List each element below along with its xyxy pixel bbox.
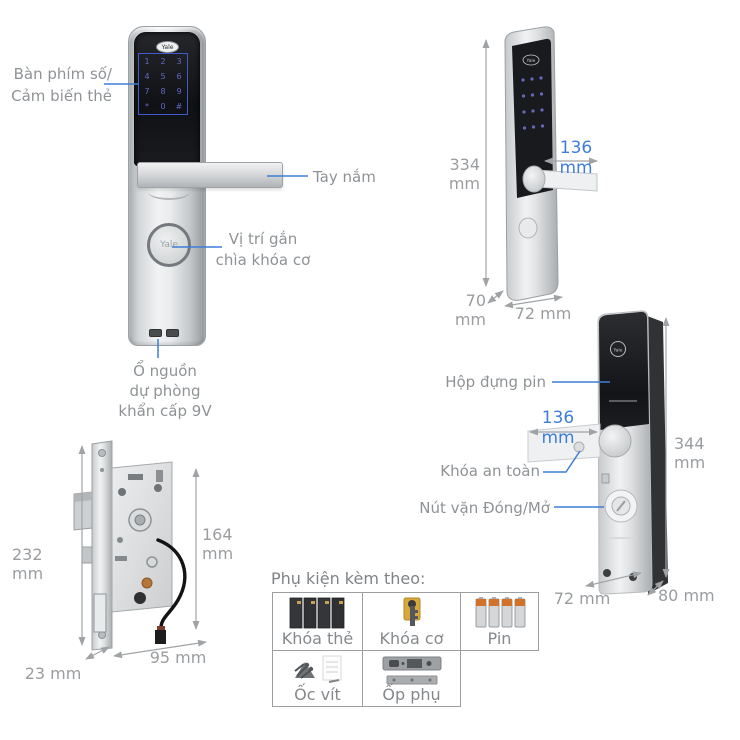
label-knob: Nút vặn Đóng/Mở — [419, 499, 550, 517]
front-handle — [137, 162, 283, 188]
dim-mortise-body-height: 164 mm — [202, 525, 234, 563]
dim-back-handle: 136 mm — [541, 408, 575, 448]
dim-line-mortise-depth — [85, 646, 110, 660]
keypad-key: 2 — [160, 57, 166, 66]
dim-side-handle: 136 mm — [559, 138, 593, 178]
keypad-key: 6 — [176, 72, 182, 81]
label-emergency-power: Ổ nguồn dự phòng khẩn cấp 9V — [108, 361, 222, 421]
dim-mortise-width: 95 mm — [149, 648, 207, 667]
card-keys-image — [289, 597, 344, 629]
keypad-key: # — [175, 102, 183, 111]
connector-wire — [156, 538, 187, 632]
accessory-label: Pin — [487, 629, 512, 648]
dim-mortise-height: 232 mm — [12, 545, 44, 583]
spindle-hub — [128, 508, 152, 532]
back-side-edge — [642, 314, 668, 594]
dim-line-back-width — [585, 571, 642, 588]
wire-plug — [155, 630, 166, 644]
dim-back-depth: 80 mm — [658, 586, 715, 605]
keypad-key: 7 — [144, 87, 150, 96]
label-keypad-line2: Cảm biến thẻ — [11, 87, 112, 105]
keypad-key: 8 — [160, 87, 166, 96]
dim-line-side-depth — [487, 290, 504, 304]
mechanical-key-cover: Yale — [147, 223, 191, 267]
accessory-label: Khóa thẻ — [281, 629, 354, 648]
emergency-power-contacts — [146, 327, 190, 339]
accessories-table: Khóa thẻ Khóa cơ — [272, 592, 539, 707]
keypad-key: 9 — [176, 87, 182, 96]
accessory-label: Ốc vít — [294, 685, 341, 704]
accessories-title: Phụ kiện kèm theo: — [271, 569, 426, 588]
accessory-cell-strike-plates: Ốp phụ — [362, 650, 461, 707]
dim-mortise-depth: 23 mm — [24, 664, 82, 683]
keypad: 1 2 3 4 5 6 7 8 9 * 0 # — [138, 53, 188, 115]
label-keypad-line1: Bàn phím số/ — [13, 65, 112, 83]
side-keypad-dots — [521, 76, 545, 130]
deadbolt-slot — [93, 593, 107, 633]
accessory-label: Ốp phụ — [382, 685, 441, 704]
accessory-cell-mechanical-key: Khóa cơ — [362, 592, 461, 651]
thumb-turn-knob — [604, 489, 638, 523]
dim-back-width: 72 mm — [553, 589, 611, 608]
strike-plates-image — [382, 656, 441, 685]
accessory-cell-batteries: Pin — [460, 592, 539, 651]
label-safety-lock: Khóa an toàn — [440, 462, 540, 480]
label-battery-box: Hộp đựng pin — [445, 373, 546, 391]
mortise-body — [111, 461, 173, 613]
accessory-cell-screws: Ốc vít — [272, 650, 363, 707]
keypad-key: 3 — [176, 57, 182, 66]
front-touch-panel — [134, 32, 200, 166]
label-emergency-power-line3: khẩn cấp 9V — [118, 402, 212, 420]
accessory-cell-empty — [461, 651, 539, 707]
keypad-key: 1 — [144, 57, 150, 66]
screws-image — [293, 655, 341, 683]
keypad-key: 0 — [160, 102, 166, 111]
dim-back-height: 344 mm — [674, 434, 706, 472]
label-emergency-power-line2: dự phòng — [129, 382, 201, 400]
battery-cover — [599, 311, 649, 430]
label-keypad: Bàn phím số/ Cảm biến thẻ — [2, 63, 112, 107]
brand-logo-text: Yale — [526, 58, 536, 64]
brand-logo-text: Yale — [160, 240, 178, 250]
label-emergency-power-line1: Ổ nguồn — [133, 362, 197, 380]
leader-safety-lock — [543, 450, 581, 473]
latch-bolt — [73, 491, 93, 531]
handle-neck-shadow — [148, 184, 190, 200]
accessory-cell-card-keys: Khóa thẻ — [272, 592, 363, 651]
brand-logo-text: Yale — [613, 348, 623, 354]
label-key-position-line2: chìa khóa cơ — [215, 251, 311, 269]
mechanical-key-image — [403, 597, 420, 626]
keypad-key: * — [145, 102, 149, 111]
brand-logo: Yale — [156, 41, 179, 53]
dim-side-depth: 70 mm — [454, 291, 486, 329]
batteries-image — [475, 597, 525, 628]
keypad-key: 4 — [144, 72, 150, 81]
back-view-lock: Yale — [527, 310, 668, 595]
front-view-lock: Yale 1 2 3 4 5 6 7 8 9 * 0 # Yale — [128, 26, 283, 346]
side-key-cover — [518, 217, 538, 239]
brand-logo-text: Yale — [161, 43, 174, 51]
label-key-position-line1: Vị trí gắn — [228, 230, 298, 248]
dim-side-height: 334 mm — [448, 155, 480, 193]
mortise-faceplate — [91, 440, 113, 651]
label-key-position: Vị trí gắn chìa khóa cơ — [208, 229, 318, 271]
accessory-label: Khóa cơ — [379, 629, 444, 648]
mortise-lock — [73, 440, 187, 651]
dim-side-width: 72 mm — [514, 304, 572, 323]
label-handle: Tay nắm — [313, 168, 376, 186]
keypad-key: 5 — [160, 72, 166, 81]
